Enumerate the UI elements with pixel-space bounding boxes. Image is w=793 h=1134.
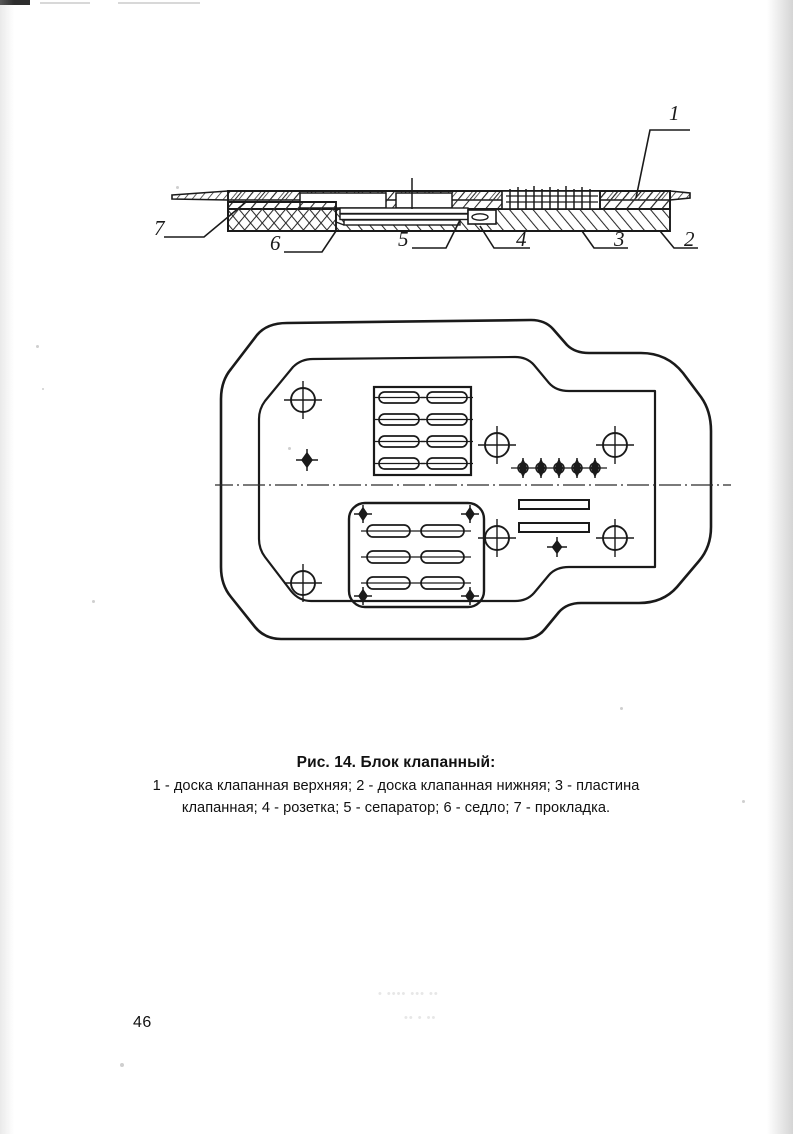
plan-view-svg bbox=[211, 318, 731, 641]
cross-section-svg: 1 2 3 4 5 6 7 bbox=[154, 101, 698, 255]
lower-group-corner-marks bbox=[354, 505, 479, 605]
scan-speck bbox=[92, 600, 95, 603]
scan-speck bbox=[742, 800, 745, 803]
bolt-hole-marks bbox=[284, 381, 634, 602]
figure-caption: Рис. 14. Блок клапанный: 1 - доска клапа… bbox=[96, 752, 696, 819]
scan-speck bbox=[620, 707, 623, 710]
scan-speck bbox=[176, 186, 179, 189]
cross-section-view: 1 2 3 4 5 6 7 bbox=[150, 90, 710, 275]
part-seat-6 bbox=[227, 201, 337, 232]
callout-7: 7 bbox=[154, 216, 166, 240]
upper-board-cavities bbox=[299, 192, 453, 209]
scan-shadow-right bbox=[767, 0, 793, 1134]
page-number: 46 bbox=[133, 1014, 152, 1031]
scan-speck bbox=[288, 447, 291, 450]
lower-slot-group bbox=[347, 501, 486, 609]
scan-speck bbox=[42, 388, 44, 390]
part-separator-5 bbox=[335, 207, 469, 226]
callout-2: 2 bbox=[684, 227, 695, 251]
part-valve-plate-3 bbox=[501, 186, 601, 210]
plan-view bbox=[211, 295, 735, 690]
figure-caption-line-1: 1 - доска клапанная верхняя; 2 - доска к… bbox=[152, 778, 640, 795]
scan-speck bbox=[36, 345, 39, 348]
bleed-through-ghost: •• • •• bbox=[404, 1012, 437, 1024]
scan-artifact-streak bbox=[40, 2, 90, 4]
callout-5: 5 bbox=[398, 227, 409, 251]
small-centre-marks bbox=[296, 449, 567, 557]
scan-shadow-left bbox=[0, 0, 14, 1134]
callout-6: 6 bbox=[270, 231, 281, 255]
inner-contour bbox=[257, 355, 657, 603]
small-hole-row bbox=[511, 458, 607, 478]
callout-1: 1 bbox=[669, 101, 680, 125]
section-right-tail bbox=[599, 190, 671, 210]
outer-contour bbox=[219, 318, 713, 641]
bar-pair bbox=[518, 499, 590, 533]
scan-artifact-streak bbox=[118, 2, 200, 4]
upper-slot-group bbox=[372, 385, 473, 477]
figure-caption-title: Рис. 14. Блок клапанный: bbox=[296, 754, 496, 771]
bleed-through-ghost: • •••• ••• •• bbox=[378, 988, 439, 1000]
scan-artifact-top-strip bbox=[0, 0, 30, 5]
callout-4: 4 bbox=[516, 227, 527, 251]
section-leader-lines bbox=[164, 129, 698, 253]
callout-3: 3 bbox=[613, 227, 625, 251]
part-rosette-4 bbox=[467, 209, 497, 225]
section-callout-numbers: 1 2 3 4 5 6 7 bbox=[154, 101, 695, 255]
scan-speck bbox=[120, 1063, 124, 1067]
figure-caption-line-2: клапанная; 4 - розетка; 5 - сепаратор; 6… bbox=[181, 799, 611, 816]
